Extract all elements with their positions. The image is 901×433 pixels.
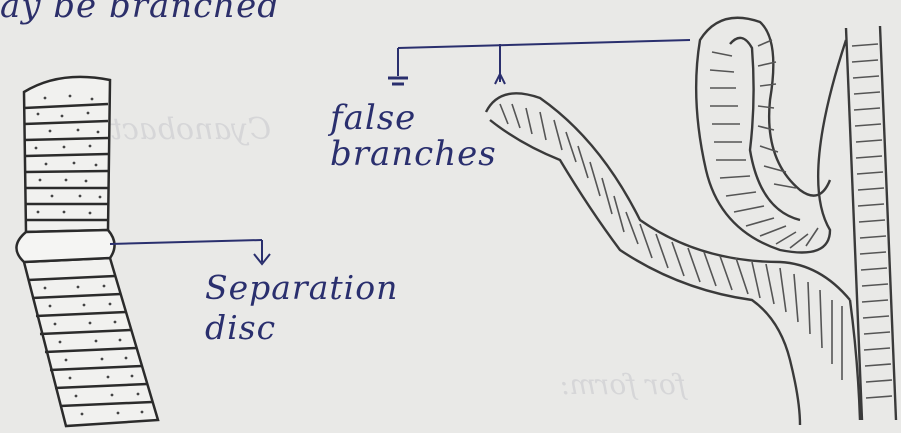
partial-heading-text: ay be branched [0,0,280,26]
filament-with-separation-disc [16,77,158,426]
false-branches-pointer [388,40,690,84]
lower-filament-outer [486,93,850,300]
main-filament-left-edge [846,28,862,420]
separation-disc [16,230,114,262]
false-branch-filaments [486,18,896,425]
separation-disc-label: Separation disc [205,268,398,348]
filament-lower-segment [24,258,158,426]
false-branches-label: false branches [330,100,497,172]
main-filament-right-edge [880,26,896,420]
separation-disc-pointer [110,240,270,264]
